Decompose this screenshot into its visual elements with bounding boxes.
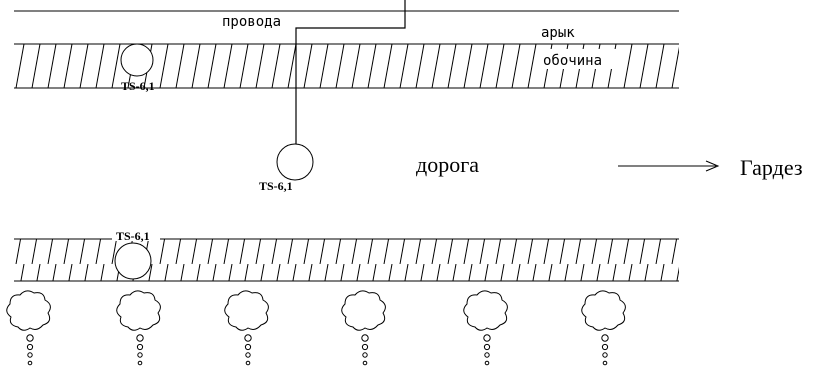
tree-icon (341, 290, 386, 366)
ditch-label: арык (541, 25, 575, 41)
tree-icon (581, 290, 626, 366)
tree-icon (463, 290, 508, 366)
wire-line (295, 0, 406, 145)
pole-bottom-label: TS-6,1 (116, 229, 150, 243)
pole-top-label: TS-6,1 (121, 79, 155, 93)
pole-top (120, 43, 154, 77)
direction-arrow (618, 160, 720, 172)
road-label: дорога (416, 152, 479, 177)
tree-icon (6, 290, 51, 366)
shoulder-label: обочина (543, 53, 602, 69)
lower-shoulder-strip (14, 238, 679, 282)
pole-road-label: TS-6,1 (259, 179, 293, 193)
tree-row (6, 290, 626, 366)
tree-icon (116, 290, 161, 366)
pole-bottom (114, 242, 152, 280)
destination-label: Гардез (740, 155, 803, 180)
wires-label: провода (222, 14, 281, 30)
tree-icon (224, 290, 269, 366)
pole-road (276, 143, 314, 181)
